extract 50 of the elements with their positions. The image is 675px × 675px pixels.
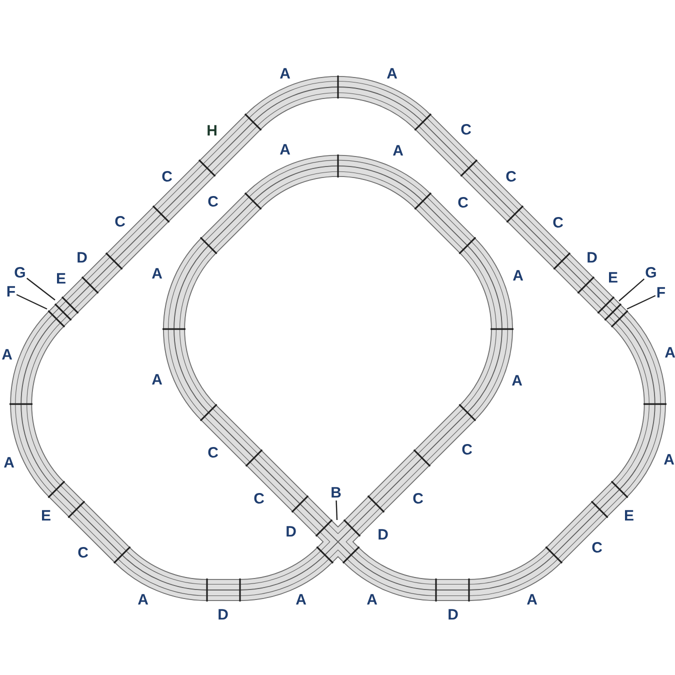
track-piece-label: A bbox=[4, 456, 14, 470]
track-piece-label: A bbox=[152, 266, 162, 282]
track-piece-label: E bbox=[56, 272, 66, 286]
track-piece-label: C bbox=[412, 492, 424, 506]
leader-line bbox=[16, 294, 48, 310]
track-piece-label: A bbox=[152, 372, 162, 388]
track-piece-label: A bbox=[392, 144, 404, 158]
track-piece-label: D bbox=[378, 528, 388, 542]
track-piece-label: B bbox=[330, 486, 342, 500]
track-piece-label: D bbox=[286, 524, 296, 540]
leader-line bbox=[336, 500, 338, 520]
track-piece-label: A bbox=[664, 452, 674, 468]
track-piece-label: A bbox=[296, 592, 306, 608]
track-piece-label: C bbox=[460, 122, 472, 138]
track-piece-label: G bbox=[644, 266, 658, 280]
track-piece-label: D bbox=[448, 608, 458, 622]
track-piece-label: F bbox=[655, 286, 667, 300]
track-piece-label: A bbox=[664, 346, 675, 360]
track-piece-label: C bbox=[254, 492, 264, 506]
track-piece-label: D bbox=[218, 608, 228, 622]
track-piece-label: C bbox=[458, 196, 468, 210]
track-piece-label: D bbox=[586, 250, 598, 266]
track-piece-label: A bbox=[280, 142, 290, 158]
track-piece-label: A bbox=[138, 592, 148, 608]
track-piece-label: A bbox=[366, 592, 378, 608]
track-piece-label: A bbox=[512, 268, 524, 284]
track-piece-label: F bbox=[5, 284, 17, 300]
track-piece-label: E bbox=[41, 508, 51, 524]
leader-line bbox=[26, 278, 56, 300]
leader-line bbox=[618, 278, 645, 302]
track-piece-label: C bbox=[506, 170, 516, 184]
track-piece-label: G bbox=[13, 266, 27, 280]
track-piece-label: C bbox=[114, 214, 126, 230]
leader-line bbox=[626, 295, 656, 310]
track-piece-label: C bbox=[552, 216, 564, 230]
track-piece-label: E bbox=[608, 270, 618, 286]
track-piece-label: C bbox=[208, 194, 218, 210]
track-piece-label: C bbox=[78, 546, 88, 560]
track-piece-label: E bbox=[624, 508, 634, 524]
track-piece-label: A bbox=[386, 66, 398, 82]
track-piece-label: C bbox=[208, 446, 218, 460]
track-piece-label: C bbox=[162, 170, 172, 184]
track-piece-label: A bbox=[512, 374, 522, 388]
track-piece-label: C bbox=[592, 540, 602, 556]
track-piece-label: A bbox=[280, 66, 290, 82]
track-piece-label: A bbox=[526, 592, 538, 608]
track-piece-label: H bbox=[206, 124, 218, 138]
track-piece-label: D bbox=[76, 250, 88, 266]
track-piece-label: A bbox=[2, 348, 12, 362]
track-piece-label: C bbox=[462, 442, 472, 458]
